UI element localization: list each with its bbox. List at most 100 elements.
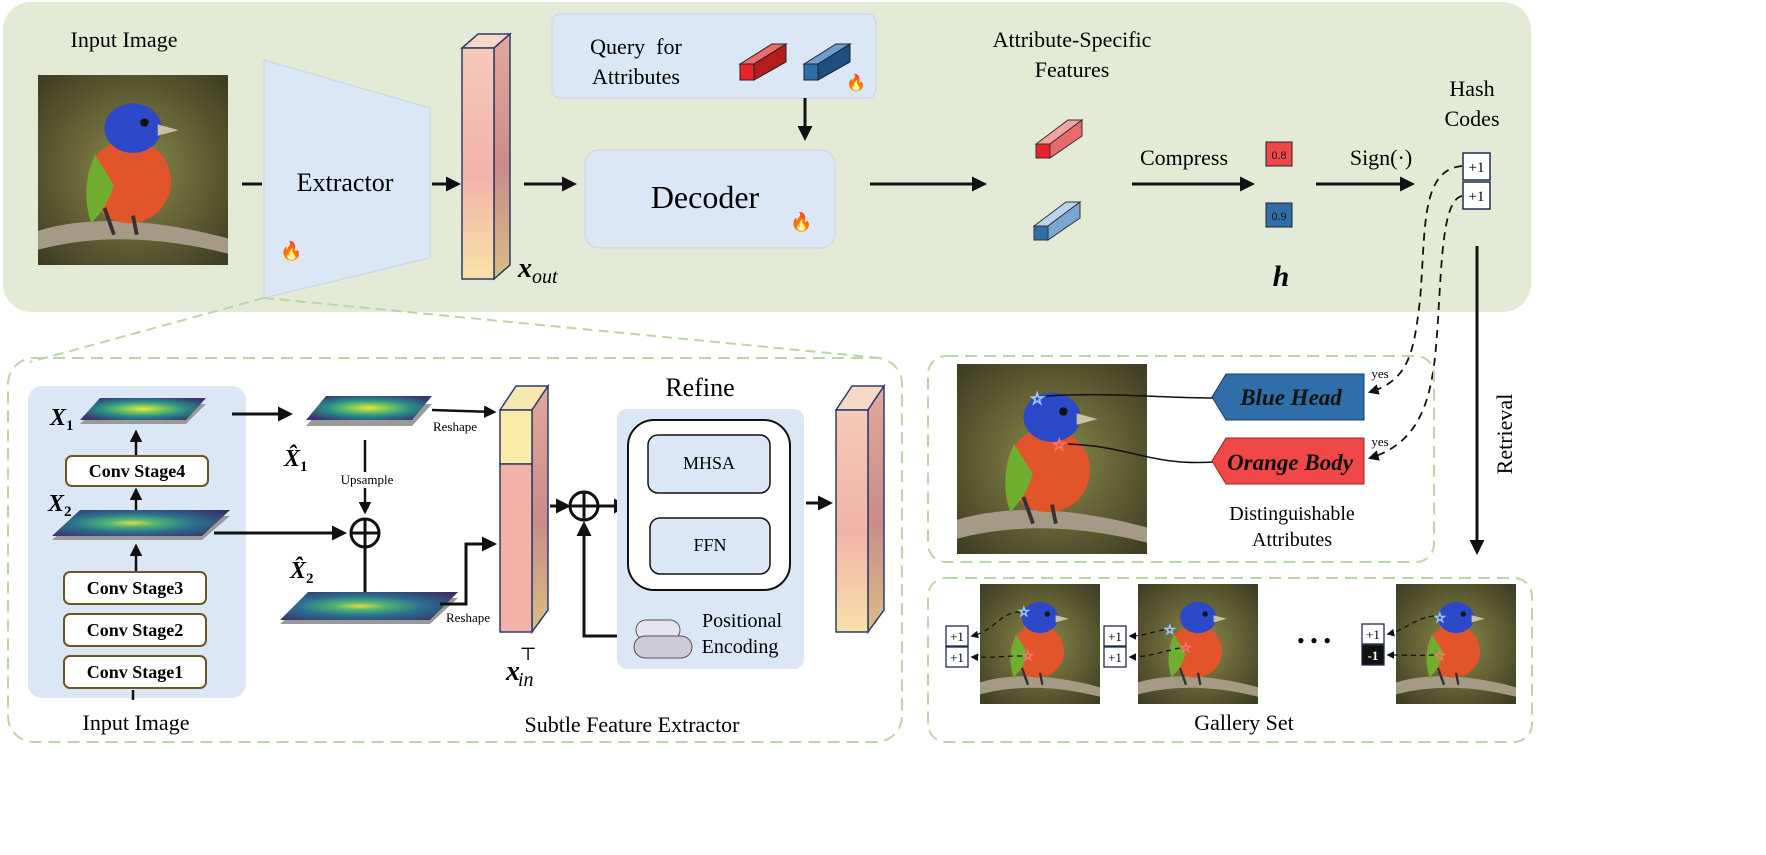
x-in-feature-column xyxy=(498,383,550,635)
x-out-feature-column xyxy=(460,32,512,281)
svg-text:Conv Stage2: Conv Stage2 xyxy=(87,620,184,640)
query-label-line2: Attributes xyxy=(592,64,680,89)
star-marker: ☆ xyxy=(1052,437,1066,454)
trainable-flame-icon: 🔥 xyxy=(280,240,302,261)
svg-text:+1: +1 xyxy=(1108,650,1122,665)
x2-feature-map xyxy=(52,510,230,540)
positional-encoding-icon xyxy=(633,619,693,659)
svg-text:☆: ☆ xyxy=(1018,604,1030,619)
hash-codes-line2: Codes xyxy=(1445,106,1500,131)
gallery-ellipsis: • • • xyxy=(1297,628,1331,653)
extractor-label: Extractor xyxy=(297,168,394,197)
gallery-item-1: ☆ ☆ +1 +1 xyxy=(945,584,1100,704)
gallery-title: Gallery Set xyxy=(1194,710,1294,735)
query-box: Query for Attributes 🔥 xyxy=(551,13,877,99)
hash-code-box: +1 +1 xyxy=(945,625,969,668)
x1-hat-feature-map xyxy=(306,396,432,426)
x1-feature-map xyxy=(80,398,206,424)
x2-label: X2 xyxy=(47,491,72,520)
positional-encoding-line1: Positional xyxy=(702,610,782,632)
yes-label-2: yes xyxy=(1371,434,1388,449)
svg-text:☆: ☆ xyxy=(1180,640,1192,655)
upsample-label: Upsample xyxy=(341,472,394,487)
svg-text:Conv Stage1: Conv Stage1 xyxy=(87,662,184,682)
add-operator-2 xyxy=(568,490,600,522)
x1-label: X1 xyxy=(49,405,74,434)
conv-stage1: Conv Stage1 xyxy=(63,655,207,689)
conv-stage2: Conv Stage2 xyxy=(63,613,207,647)
orange-body-attribute-tag: Orange Body xyxy=(1211,437,1365,485)
h-label: h xyxy=(1273,260,1290,293)
red-attribute-feature xyxy=(1034,119,1084,159)
svg-text:+1: +1 xyxy=(950,650,964,665)
svg-text:MHSA: MHSA xyxy=(683,453,735,473)
sign-label: Sign(·) xyxy=(1350,145,1412,170)
svg-text:☆: ☆ xyxy=(1022,648,1034,663)
star-marker: ☆ xyxy=(1030,391,1044,408)
svg-text:☆: ☆ xyxy=(1434,648,1446,663)
decoder-block: Decoder 🔥 xyxy=(584,149,836,249)
trainable-flame-icon: 🔥 xyxy=(790,211,812,232)
input-image-label: Input Image xyxy=(71,27,178,52)
input-image-label-bottom: Input Image xyxy=(83,710,190,735)
red-query-token xyxy=(738,43,788,81)
x2-hat-feature-map xyxy=(280,592,458,624)
h-value-red: 0.8 xyxy=(1265,141,1293,167)
mhsa-block: MHSA xyxy=(647,434,771,494)
query-label-line1: Query for xyxy=(590,34,682,59)
decoder-label: Decoder xyxy=(651,179,760,215)
conv-stage3: Conv Stage3 xyxy=(63,571,207,605)
yes-label-1: yes xyxy=(1371,366,1388,381)
refined-feature-column xyxy=(834,383,886,635)
svg-text:Orange Body: Orange Body xyxy=(1227,450,1354,475)
attributes-caption-line2: Attributes xyxy=(1252,529,1332,551)
svg-text:0.8: 0.8 xyxy=(1272,148,1287,162)
hash-code-box: +1 -1 xyxy=(1361,623,1385,666)
attribute-features-line1: Attribute-Specific xyxy=(993,27,1152,52)
blue-head-attribute-tag: Blue Head xyxy=(1211,373,1365,421)
svg-text:FFN: FFN xyxy=(693,535,726,555)
ffn-block: FFN xyxy=(649,517,771,575)
hash-code-box: +1 +1 xyxy=(1462,152,1491,210)
svg-text:☆: ☆ xyxy=(1164,622,1176,637)
x2-hat-label: X̂2 xyxy=(289,557,314,587)
retrieval-label: Retrieval xyxy=(1492,394,1517,475)
svg-text:+1: +1 xyxy=(1108,629,1122,644)
gallery-panel xyxy=(927,577,1533,743)
svg-text:-1: -1 xyxy=(1368,648,1379,663)
reshape-label-2: Reshape xyxy=(446,610,490,625)
input-bird-image xyxy=(38,75,228,265)
blue-query-token xyxy=(802,43,852,81)
reshape-label-1: Reshape xyxy=(433,419,477,434)
gallery-item-3: ☆ ☆ +1 -1 xyxy=(1361,584,1516,704)
svg-text:Conv Stage4: Conv Stage4 xyxy=(89,461,186,481)
subtle-feature-extractor-panel xyxy=(7,357,903,743)
x1-hat-label: X̂1 xyxy=(283,445,308,475)
svg-text:+1: +1 xyxy=(1366,627,1380,642)
refine-label: Refine xyxy=(665,373,734,402)
svg-text:☆: ☆ xyxy=(1434,610,1446,625)
svg-text:0.9: 0.9 xyxy=(1272,209,1287,223)
hash-code-box: +1 +1 xyxy=(1103,625,1127,668)
svg-text:+1: +1 xyxy=(1469,189,1485,205)
attribute-bird-image xyxy=(957,364,1147,554)
svg-text:Blue Head: Blue Head xyxy=(1239,385,1342,410)
svg-text:+1: +1 xyxy=(950,629,964,644)
x-out-label: xout xyxy=(517,253,558,288)
gallery-item-2: ☆ ☆ +1 +1 xyxy=(1103,584,1258,704)
trainable-flame-icon: 🔥 xyxy=(846,73,866,92)
subtle-feature-extractor-title: Subtle Feature Extractor xyxy=(524,712,740,737)
attributes-panel xyxy=(927,355,1435,563)
svg-text:Conv Stage3: Conv Stage3 xyxy=(87,578,184,598)
attributes-caption-line1: Distinguishable xyxy=(1229,503,1355,525)
svg-text:+1: +1 xyxy=(1469,160,1485,176)
compress-label: Compress xyxy=(1140,145,1228,170)
add-operator-1 xyxy=(349,517,381,549)
x-in-label: xin⊤ xyxy=(505,644,537,691)
extractor-block: Extractor 🔥 xyxy=(263,59,431,299)
hash-codes-line1: Hash xyxy=(1449,76,1494,101)
blue-attribute-feature xyxy=(1032,201,1082,241)
attribute-features-line2: Features xyxy=(1035,57,1110,82)
conv-stage4: Conv Stage4 xyxy=(65,455,209,487)
